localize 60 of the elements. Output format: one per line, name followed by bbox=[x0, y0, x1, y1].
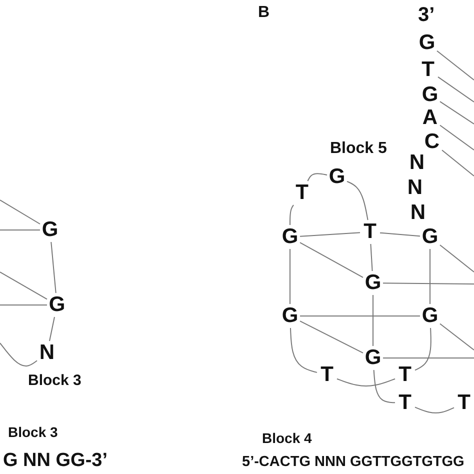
connector-line bbox=[0, 200, 40, 224]
connector-line bbox=[440, 101, 474, 124]
nucleotide-letter: G bbox=[364, 272, 382, 294]
nucleotide-letter: G bbox=[48, 294, 66, 316]
block-label: Block 3 bbox=[28, 372, 82, 389]
block-label: Block 3 bbox=[8, 424, 58, 440]
connector-line bbox=[440, 323, 474, 350]
nucleotide-letter: N bbox=[38, 342, 56, 364]
panel-letter: B bbox=[258, 4, 270, 22]
curved-connector bbox=[414, 406, 454, 414]
connector-line bbox=[372, 294, 374, 346]
curved-connector bbox=[373, 370, 396, 404]
connector-line bbox=[300, 320, 364, 354]
connector-line bbox=[49, 316, 55, 342]
connector-line bbox=[300, 242, 364, 278]
nucleotide-letter: N bbox=[409, 202, 427, 224]
sequence-text: G NN GG-3’ bbox=[3, 450, 108, 472]
connector-line bbox=[370, 244, 373, 272]
connector-line bbox=[440, 124, 474, 150]
nucleotide-letter: G bbox=[328, 166, 346, 188]
nucleotide-letter: T bbox=[361, 221, 379, 243]
nucleotide-letter: G bbox=[281, 305, 299, 327]
nucleotide-letter: G bbox=[421, 84, 439, 106]
nucleotide-letter: G bbox=[281, 226, 299, 248]
nucleotide-letter: C bbox=[423, 131, 441, 153]
nucleotide-letter: G bbox=[421, 305, 439, 327]
curved-connector bbox=[290, 328, 318, 373]
curved-connector bbox=[290, 204, 294, 226]
nucleotide-letter: T bbox=[419, 59, 437, 81]
connector-line bbox=[442, 150, 474, 176]
curved-connector bbox=[336, 378, 396, 386]
connector-line bbox=[438, 76, 474, 102]
curved-connector bbox=[0, 342, 38, 366]
nucleotide-letter: T bbox=[396, 392, 414, 414]
nucleotide-letter: G bbox=[421, 226, 439, 248]
curved-connector bbox=[346, 180, 368, 220]
nucleotide-letter: T bbox=[318, 364, 336, 386]
sequence-text: 5’-CACTG NNN GGTTGGTGTGG bbox=[242, 454, 464, 470]
block-label: Block 5 bbox=[330, 140, 387, 158]
connector-line bbox=[440, 244, 474, 272]
block-label: Block 4 bbox=[262, 430, 312, 446]
nucleotide-letter: G bbox=[41, 219, 59, 241]
nucleotide-letter: T bbox=[293, 182, 311, 204]
connector-line bbox=[0, 304, 48, 306]
nucleotide-letter: T bbox=[455, 392, 473, 414]
nucleotide-letter: N bbox=[406, 177, 424, 199]
curved-connector bbox=[414, 328, 432, 371]
connector-line bbox=[50, 242, 56, 294]
nucleotide-letter: A bbox=[421, 107, 439, 129]
curved-connector bbox=[307, 173, 328, 182]
connector-line bbox=[300, 232, 360, 237]
nucleotide-letter: G bbox=[364, 347, 382, 369]
connector-line bbox=[380, 232, 420, 237]
connector-line bbox=[0, 272, 48, 300]
nucleotide-letter: N bbox=[408, 152, 426, 174]
connector-line bbox=[436, 50, 474, 80]
nucleotide-letter: T bbox=[396, 364, 414, 386]
nucleotide-letter: G bbox=[418, 32, 436, 54]
connector-line bbox=[382, 282, 474, 284]
strand-end-label: 3’ bbox=[418, 4, 435, 27]
